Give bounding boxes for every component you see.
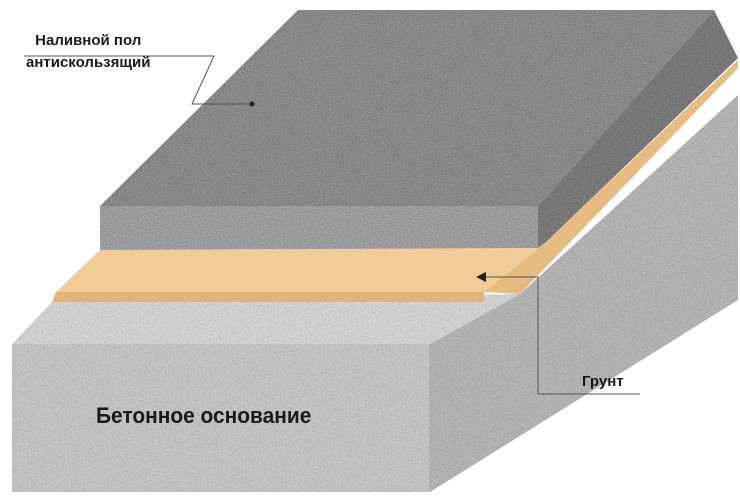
concrete-base xyxy=(12,95,738,492)
primer-callout-line xyxy=(482,276,640,395)
concrete-side-face xyxy=(430,95,738,492)
concrete-base-label: Бетонное основание xyxy=(96,403,312,428)
concrete-front-face xyxy=(12,344,430,492)
primer-front-face xyxy=(52,292,484,302)
primer-layer xyxy=(52,60,738,302)
primer-top-face xyxy=(56,243,545,292)
floor-label-line2: антискользящий xyxy=(26,54,151,71)
floor-top-face xyxy=(100,10,714,206)
floor-label-line1: Наливной пол xyxy=(35,32,142,49)
callout-lines xyxy=(24,55,640,395)
floor-front-face xyxy=(100,206,538,250)
floor-callout-line xyxy=(24,55,252,105)
floor-callout-dot xyxy=(249,101,255,107)
floor-label: Наливной пол антискользящий xyxy=(26,30,150,74)
primer-label: Грунт xyxy=(582,373,624,390)
primer-callout-arrowhead xyxy=(476,272,486,282)
floor-layer xyxy=(100,10,738,250)
concrete-top-face xyxy=(12,294,520,344)
floor-side-face xyxy=(538,10,738,248)
